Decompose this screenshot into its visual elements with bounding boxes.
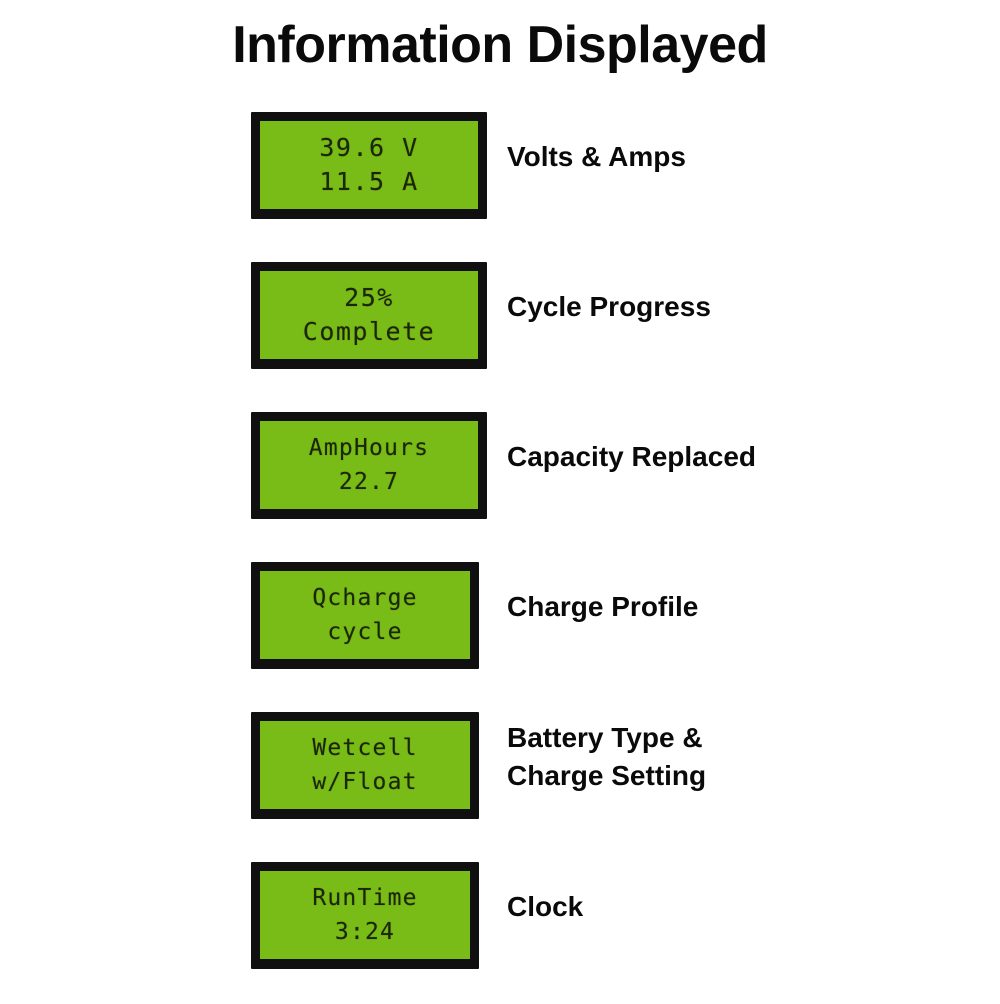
lcd-line-2: cycle xyxy=(327,619,403,645)
lcd-line-1: Qcharge xyxy=(312,585,418,611)
callout-label-clock: Clock xyxy=(507,854,967,960)
display-list: 39.6 V 11.5 A Volts & Amps 25% Complete … xyxy=(0,104,1000,1004)
callout-line-1: Cycle Progress xyxy=(507,291,711,322)
lcd-module-battery-type: Wetcell w/Float xyxy=(251,712,479,819)
lcd-line-1: RunTime xyxy=(312,885,418,911)
display-row: Qcharge cycle Charge Profile xyxy=(0,554,1000,704)
lcd-line-2: 11.5 A xyxy=(319,167,419,196)
lcd-module-cycle-progress: 25% Complete xyxy=(251,262,487,369)
lcd-screen: 39.6 V 11.5 A xyxy=(260,121,478,209)
lcd-line-2: w/Float xyxy=(312,769,418,795)
lcd-module-charge-profile: Qcharge cycle xyxy=(251,562,479,669)
callout-label-cycle-progress: Cycle Progress xyxy=(507,254,967,360)
lcd-line-2: 22.7 xyxy=(338,469,400,495)
lcd-screen: Qcharge cycle xyxy=(260,571,470,659)
display-row: 39.6 V 11.5 A Volts & Amps xyxy=(0,104,1000,254)
lcd-screen: AmpHours 22.7 xyxy=(260,421,478,509)
lcd-screen: RunTime 3:24 xyxy=(260,871,470,959)
page-title: Information Displayed xyxy=(232,16,768,74)
lcd-line-2: Complete xyxy=(302,317,436,346)
display-row: 25% Complete Cycle Progress xyxy=(0,254,1000,404)
callout-line-1: Charge Profile xyxy=(507,591,699,622)
callout-line-1: Battery Type & xyxy=(507,722,703,753)
lcd-module-amp-hours: AmpHours 22.7 xyxy=(251,412,487,519)
callout-label-battery-type: Battery Type & Charge Setting xyxy=(507,704,967,810)
lcd-module-run-time: RunTime 3:24 xyxy=(251,862,479,969)
lcd-line-2: 3:24 xyxy=(334,919,396,945)
callout-line-1: Clock xyxy=(507,891,584,922)
lcd-line-1: 39.6 V xyxy=(319,133,419,162)
lcd-line-1: AmpHours xyxy=(308,435,430,461)
display-row: RunTime 3:24 Clock xyxy=(0,854,1000,1004)
callout-label-charge-profile: Charge Profile xyxy=(507,554,967,660)
lcd-screen: Wetcell w/Float xyxy=(260,721,470,809)
lcd-line-1: 25% xyxy=(344,283,394,312)
callout-label-volts-amps: Volts & Amps xyxy=(507,104,967,210)
display-row: Wetcell w/Float Battery Type & Charge Se… xyxy=(0,704,1000,854)
lcd-screen: 25% Complete xyxy=(260,271,478,359)
callout-line-1: Capacity Replaced xyxy=(507,441,756,472)
lcd-line-1: Wetcell xyxy=(312,735,418,761)
callout-label-capacity-replaced: Capacity Replaced xyxy=(507,404,967,510)
lcd-module-volts-amps: 39.6 V 11.5 A xyxy=(251,112,487,219)
callout-line-2: Charge Setting xyxy=(507,760,707,791)
display-row: AmpHours 22.7 Capacity Replaced xyxy=(0,404,1000,554)
callout-line-1: Volts & Amps xyxy=(507,141,686,172)
